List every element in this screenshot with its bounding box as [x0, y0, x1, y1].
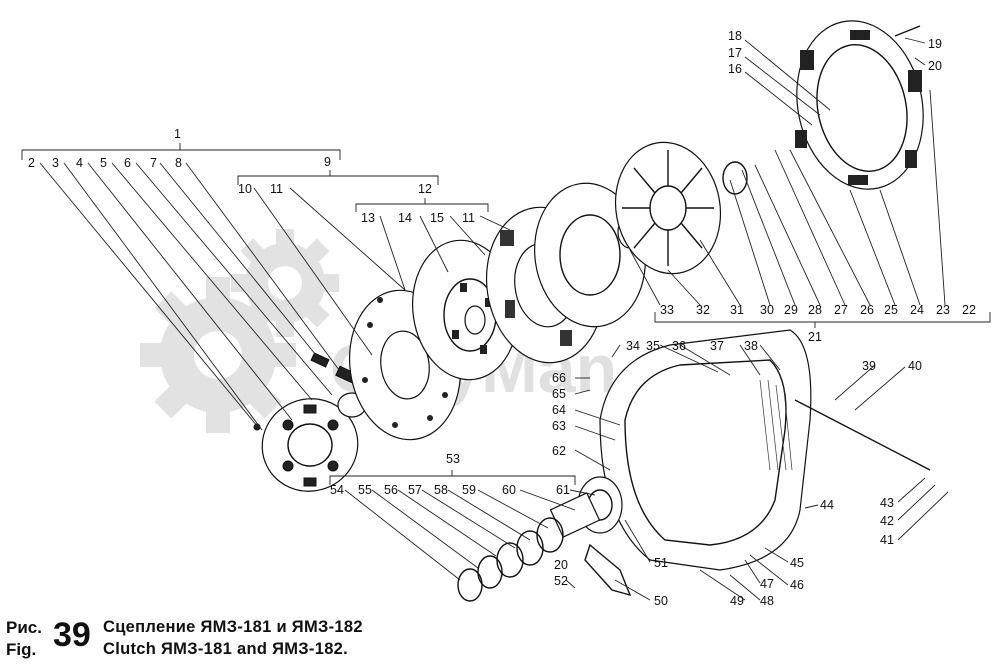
callout-48: 48: [760, 594, 774, 608]
callout-32: 32: [696, 303, 710, 317]
callout-4: 4: [76, 156, 83, 170]
callout-50: 50: [654, 594, 668, 608]
title-ru: Сцепление ЯМЗ-181 и ЯМЗ-182: [103, 618, 363, 636]
callout-12: 12: [418, 182, 432, 196]
callout-18: 18: [728, 29, 742, 43]
callout-8: 8: [175, 156, 182, 170]
callout-35: 35: [646, 339, 660, 353]
callout-20b: 20: [554, 558, 568, 572]
callout-62: 62: [552, 444, 566, 458]
title-en: Clutch ЯМЗ-181 and ЯМЗ-182.: [103, 640, 349, 658]
callout-5: 5: [100, 156, 107, 170]
callout-29: 29: [784, 303, 798, 317]
fig-label: Fig.: [6, 640, 37, 659]
callout-43: 43: [880, 496, 894, 510]
callout-13: 13: [361, 211, 375, 225]
callout-36: 36: [672, 339, 686, 353]
callout-11b: 11: [462, 211, 475, 225]
release-bearing: [549, 476, 623, 538]
callout-20a: 20: [928, 59, 942, 73]
callout-51: 51: [654, 556, 668, 570]
callout-23: 23: [936, 303, 950, 317]
bearing-springs: [457, 517, 564, 602]
callout-numbers: 1 2 3 4 5 6 7 8 9 10 11 12 13 14 15 11 1…: [28, 29, 976, 608]
callout-63: 63: [552, 419, 566, 433]
callout-45: 45: [790, 556, 804, 570]
callout-16: 16: [728, 62, 742, 76]
callout-41: 41: [880, 533, 894, 547]
callout-44: 44: [820, 498, 834, 512]
callout-59: 59: [462, 483, 476, 497]
callout-37: 37: [710, 339, 724, 353]
callout-25: 25: [884, 303, 898, 317]
callout-42: 42: [880, 514, 894, 528]
callout-2: 2: [28, 156, 35, 170]
callout-55: 55: [358, 483, 372, 497]
callout-15: 15: [430, 211, 444, 225]
callout-19: 19: [928, 37, 942, 51]
callout-61: 61: [556, 483, 570, 497]
callout-3: 3: [52, 156, 59, 170]
callout-11a: 11: [270, 182, 283, 196]
diaphragm-spring: [614, 141, 722, 275]
callout-21: 21: [808, 330, 822, 344]
clutch-cover: [795, 20, 924, 190]
callout-17: 17: [728, 46, 742, 60]
cover-bolt: [894, 25, 921, 37]
leader-lines: [21, 37, 991, 601]
callout-1: 1: [174, 127, 181, 141]
callout-26: 26: [860, 303, 874, 317]
callout-14: 14: [398, 211, 412, 225]
figure-caption: Рис. Fig. 39 Сцепление ЯМЗ-181 и ЯМЗ-182…: [6, 614, 426, 662]
figure-number: 39: [53, 616, 91, 654]
callout-28: 28: [808, 303, 822, 317]
callout-56: 56: [384, 483, 398, 497]
callout-31: 31: [730, 303, 744, 317]
callout-22: 22: [962, 303, 976, 317]
callout-39: 39: [862, 359, 876, 373]
callout-9: 9: [324, 155, 331, 169]
callout-64: 64: [552, 403, 566, 417]
callout-58: 58: [434, 483, 448, 497]
callout-54: 54: [330, 483, 344, 497]
callout-7: 7: [150, 156, 157, 170]
callout-52: 52: [554, 574, 568, 588]
callout-33: 33: [660, 303, 674, 317]
callout-47: 47: [760, 577, 774, 591]
callout-60: 60: [502, 483, 516, 497]
callout-30: 30: [760, 303, 774, 317]
callout-38: 38: [744, 339, 758, 353]
callout-57: 57: [408, 483, 422, 497]
callout-53: 53: [446, 452, 460, 466]
damper-plate: [261, 398, 359, 492]
callout-40: 40: [908, 359, 922, 373]
release-fork: [584, 543, 632, 597]
callout-27: 27: [834, 303, 848, 317]
ris-label: Рис.: [6, 618, 42, 637]
callout-65: 65: [552, 387, 566, 401]
callout-24: 24: [910, 303, 924, 317]
watermark-logo: [140, 229, 339, 433]
support-ring: [722, 161, 748, 195]
callout-6: 6: [124, 156, 131, 170]
callout-46: 46: [790, 578, 804, 592]
flywheel-housing: [599, 329, 812, 571]
callout-49: 49: [730, 594, 744, 608]
callout-34: 34: [626, 339, 640, 353]
callout-10: 10: [238, 182, 252, 196]
release-shaft: [794, 399, 931, 471]
callout-66: 66: [552, 371, 566, 385]
